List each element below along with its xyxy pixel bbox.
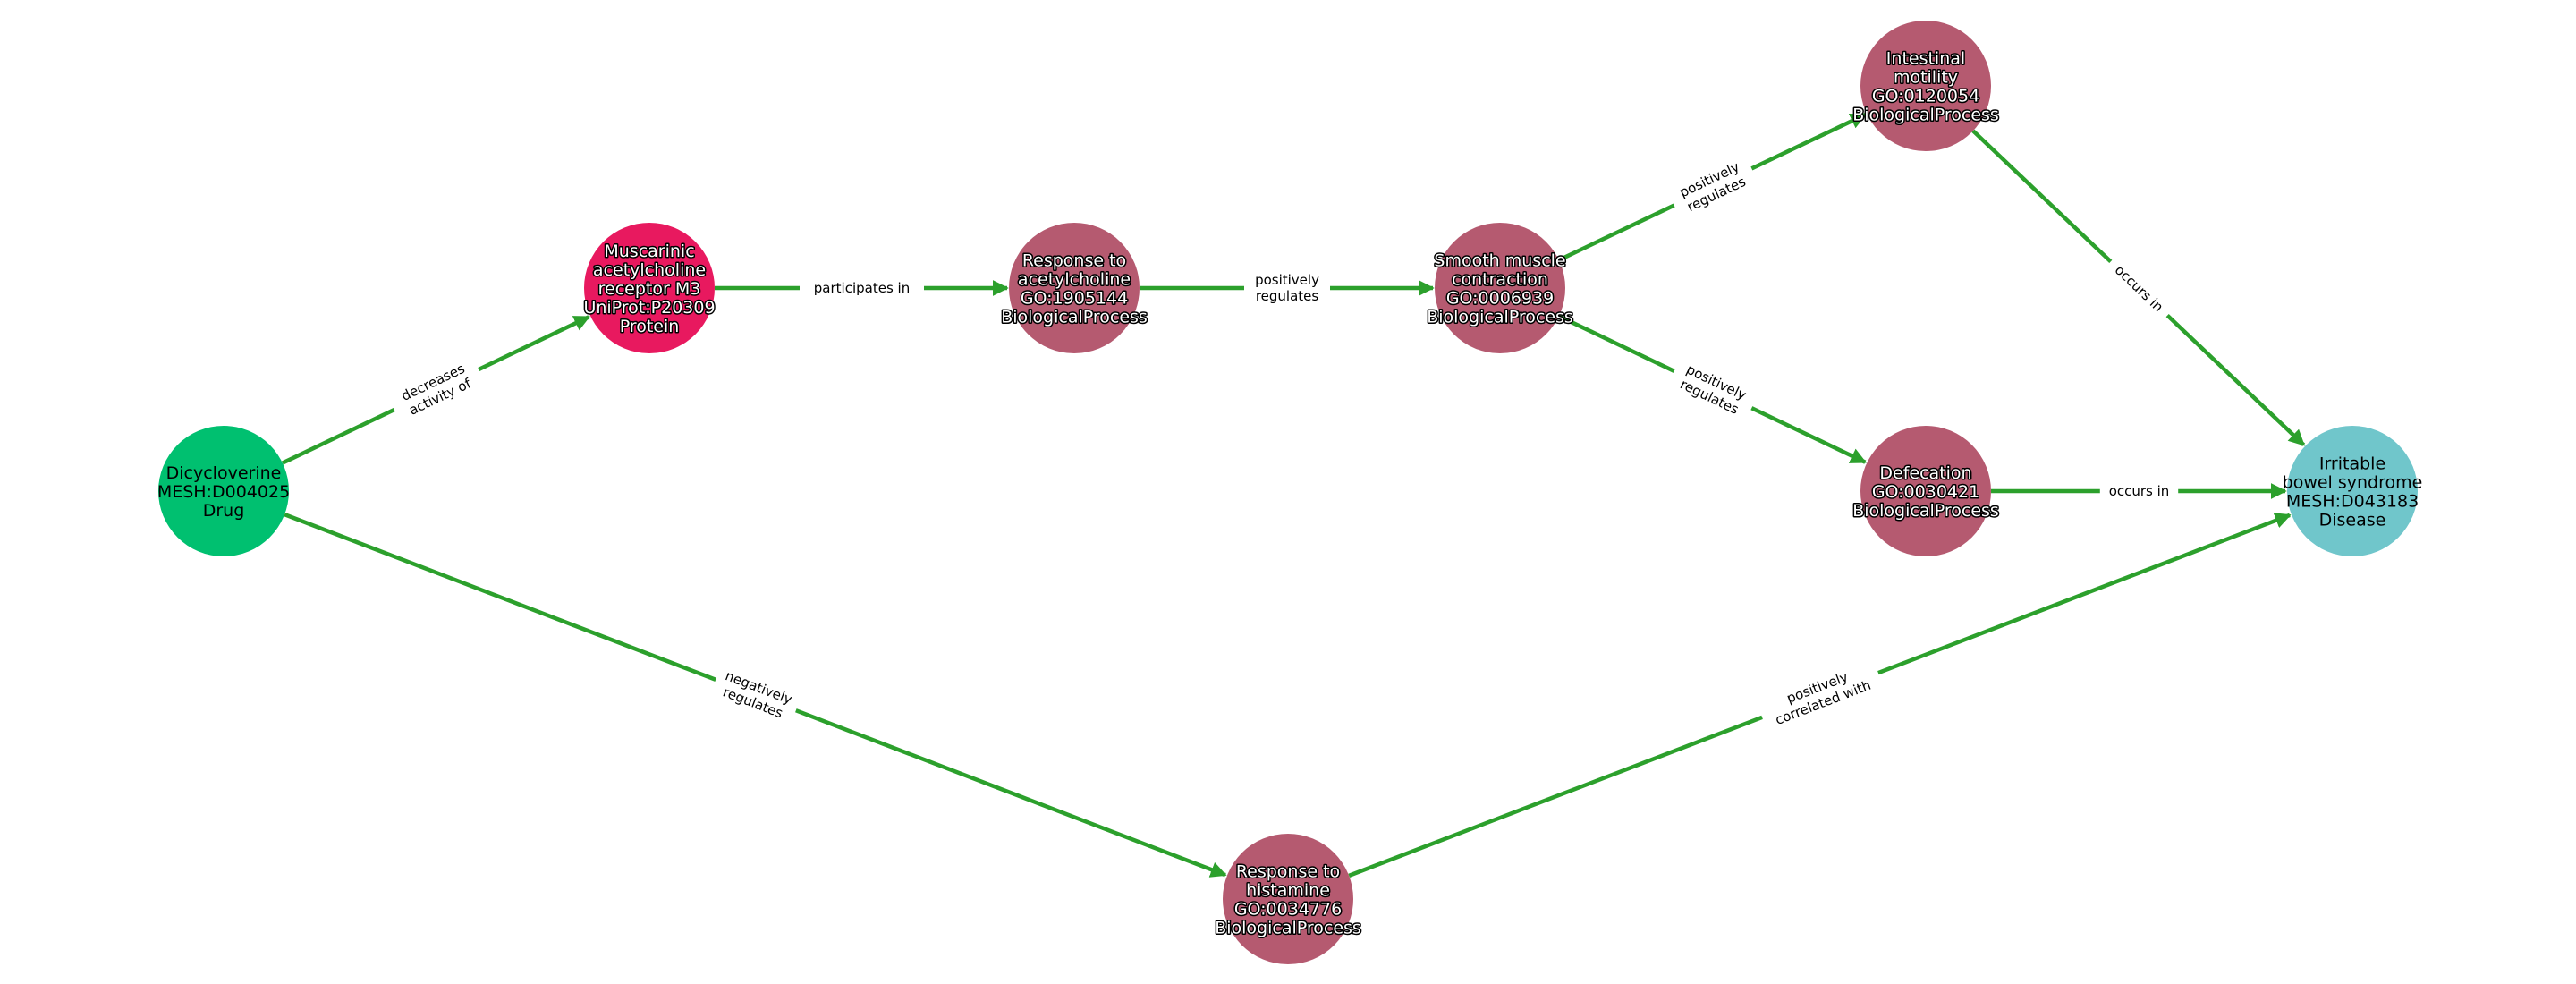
node-label-line: receptor M3: [598, 279, 701, 299]
node-label-line: Dicycloverine: [166, 463, 282, 483]
node-label-line: GO:0120054: [1872, 87, 1979, 106]
node-label-line: GO:0030421: [1872, 482, 1979, 502]
node-label-line: MESH:D004025: [157, 482, 290, 502]
node-circle: [2287, 426, 2418, 556]
node-label-line: BiologicalProcess: [1001, 308, 1148, 327]
edge-label-line: occurs in: [2112, 262, 2166, 316]
node-smc[interactable]: Smooth musclecontractionGO:0006939Biolog…: [1426, 223, 1574, 353]
edge-label: participates in: [800, 278, 924, 298]
node-label-line: acetylcholine: [1018, 270, 1131, 290]
node-circle: [584, 223, 715, 353]
edge-label: occurs in: [2104, 254, 2174, 323]
node-label-line: Smooth muscle: [1434, 251, 1565, 271]
node-label-line: contraction: [1452, 270, 1548, 290]
node-label-line: acetylcholine: [593, 260, 706, 280]
node-label-line: BiologicalProcess: [1852, 501, 1999, 521]
node-label-line: GO:0034776: [1234, 900, 1342, 920]
node-label-line: Intestinal: [1886, 49, 1965, 69]
node-label-line: motility: [1894, 68, 1958, 88]
node-label-line: Response to: [1022, 251, 1126, 271]
node-circle: [1009, 223, 1140, 353]
node-label-line: MESH:D043183: [2286, 492, 2419, 512]
nodes-layer: DicycloverineMESH:D004025DrugMuscarinica…: [157, 21, 2423, 964]
node-label-line: bowel syndrome: [2283, 473, 2423, 493]
edge-label: occurs in: [2099, 481, 2179, 501]
node-label-line: Irritable: [2319, 454, 2385, 474]
node-circle: [1435, 223, 1565, 353]
edges-layer: [281, 113, 2306, 878]
node-label-line: BiologicalProcess: [1852, 106, 1999, 125]
edge-label-line: occurs in: [2109, 483, 2170, 499]
node-histamine[interactable]: Response tohistamineGO:0034776Biological…: [1214, 834, 1362, 964]
node-label-line: Drug: [203, 501, 245, 521]
node-label-line: BiologicalProcess: [1427, 308, 1573, 327]
edge-label-line: regulates: [1256, 288, 1319, 304]
node-label-line: histamine: [1246, 881, 1330, 901]
node-label-line: GO:0006939: [1446, 289, 1554, 309]
node-label-line: Defecation: [1879, 463, 1971, 483]
node-label-line: BiologicalProcess: [1215, 919, 1361, 938]
node-circle: [1223, 834, 1353, 964]
node-label-line: Disease: [2319, 511, 2386, 530]
node-label-line: UniProt:P20309: [583, 298, 715, 318]
node-label-line: Muscarinic: [604, 242, 694, 261]
node-label-line: Protein: [620, 317, 680, 336]
edge-label-line: positively: [1255, 272, 1319, 288]
node-circle: [158, 426, 289, 556]
node-circle: [1860, 21, 1991, 151]
node-motility[interactable]: IntestinalmotilityGO:0120054BiologicalPr…: [1852, 21, 2000, 151]
edge-label-line: participates in: [814, 280, 910, 296]
node-label-line: GO:1905144: [1021, 289, 1128, 309]
node-circle: [1860, 426, 1991, 556]
node-resp_ach[interactable]: Response toacetylcholineGO:1905144Biolog…: [1000, 223, 1148, 353]
node-label-line: Response to: [1236, 862, 1340, 882]
